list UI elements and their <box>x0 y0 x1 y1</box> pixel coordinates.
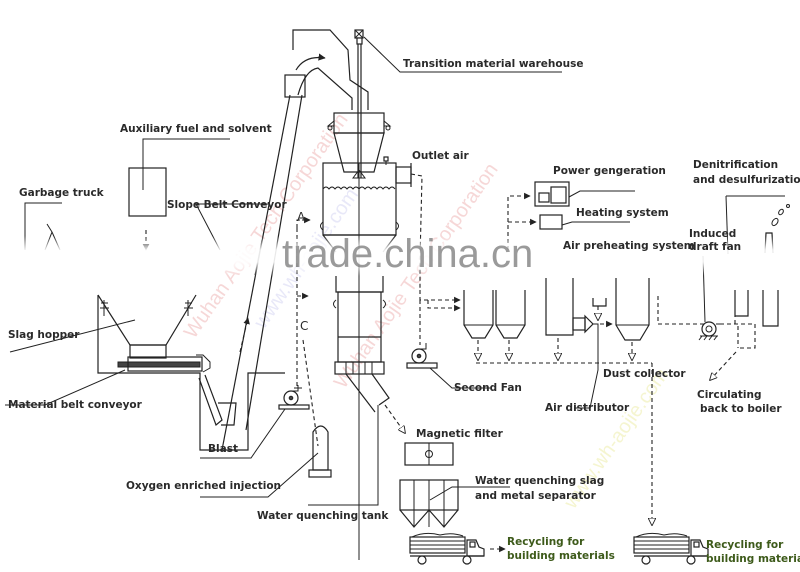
label-material-belt-conveyor: Material belt conveyor <box>8 399 142 411</box>
induced-draft-fan <box>657 195 785 341</box>
label-power-generation: Power gengeration <box>553 165 666 177</box>
label-air-distributor: Air distributor <box>545 402 630 414</box>
dump-truck-right <box>633 532 709 565</box>
warehouse-feed-chute <box>284 29 369 110</box>
dump-truck-left <box>409 532 506 565</box>
label-outlet-air: Outlet air <box>412 150 469 162</box>
slag-metal-separator <box>399 479 510 528</box>
second-fan <box>406 343 490 389</box>
label-marker-a: A <box>297 210 306 224</box>
label-induced: Induced <box>689 228 737 240</box>
label-air-preheating-system: Air preheating system <box>563 240 695 252</box>
label-slope-belt-conveyor: Slope Belt Conveyor <box>167 199 287 211</box>
label-marker-c: C <box>300 319 309 333</box>
label-denitrification: Denitrification <box>693 159 779 171</box>
label-heating-system: Heating system <box>576 207 669 219</box>
slag-hopper <box>9 294 285 451</box>
slag-to-magnetic-filter <box>384 404 405 433</box>
label-circulating: Circulating <box>697 389 762 401</box>
label-slag-hopper: Slag hopper <box>8 329 80 341</box>
label-auxiliary-fuel: Auxiliary fuel and solvent <box>120 123 272 135</box>
oxygen-cylinder <box>200 425 332 498</box>
top-hopper <box>326 112 392 179</box>
garbage-truck-leader <box>24 202 62 251</box>
furnace-body <box>320 156 412 560</box>
label-back-to-boiler: back to boiler <box>700 403 782 415</box>
auxiliary-fuel-bin <box>128 138 230 251</box>
slope-belt-leader <box>195 203 270 251</box>
denitrification-tower <box>710 290 756 380</box>
transition-warehouse-valve <box>354 29 562 178</box>
label-metal-separator: and metal separator <box>475 490 596 502</box>
label-second-fan: Second Fan <box>454 382 522 394</box>
air-supply-line <box>296 216 319 447</box>
label-recycling-left-2: building materials <box>507 550 615 562</box>
cyclone-separators <box>463 290 526 360</box>
label-recycling-right-2: building materials <box>706 553 800 565</box>
label-recycling-right-1: Recycling for <box>706 539 784 551</box>
water-quenching-tank-leader <box>308 405 379 506</box>
slope-belt-support <box>254 239 263 276</box>
air-distributor <box>575 298 613 409</box>
second-air-duct <box>419 290 461 304</box>
air-preheater <box>545 278 594 360</box>
label-blast: Blast <box>208 443 238 455</box>
label-recycling-left-1: Recycling for <box>507 536 585 548</box>
chimney-stack <box>762 204 790 327</box>
label-garbage-truck: Garbage truck <box>19 187 104 199</box>
label-water-quenching-slag: Water quenching slag <box>475 475 605 487</box>
power-heating-branch <box>507 181 635 250</box>
material-belt-conveyor <box>5 354 223 427</box>
label-desulfurization: and desulfurization <box>693 174 800 186</box>
label-water-quenching-tank: Water quenching tank <box>257 510 389 522</box>
label-oxygen-enriched-injection: Oxygen enriched injection <box>126 480 282 492</box>
outlet-air-duct <box>410 173 423 290</box>
label-dust-collector: Dust collector <box>603 368 686 380</box>
blast-fan <box>200 385 310 459</box>
second-air-duct-2 <box>427 300 461 312</box>
label-transition-material-warehouse: Transition material warehouse <box>403 58 584 70</box>
label-draft-fan: draft fan <box>689 241 742 253</box>
label-magnetic-filter: Magnetic filter <box>416 428 503 440</box>
dust-collector <box>615 278 650 360</box>
magnetic-filter <box>404 442 454 466</box>
